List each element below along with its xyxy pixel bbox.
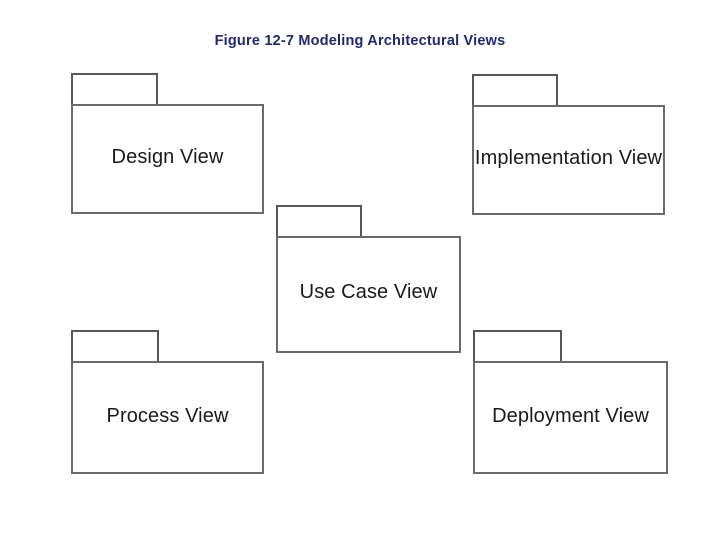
package-body: Design View [71,104,264,214]
package-label: Process View [106,404,229,427]
package-label: Implementation View [474,147,663,169]
package-tab [71,73,158,106]
package-label: Use Case View [299,280,438,303]
package-tab [276,205,362,238]
package-body: Deployment View [473,361,668,474]
package-tab [71,330,159,363]
package-tab [472,74,558,107]
package-body: Use Case View [276,236,461,353]
package-body: Implementation View [472,105,665,215]
package-body: Process View [71,361,264,474]
package-tab [473,330,562,363]
package-label: Design View [111,146,224,168]
figure-title: Figure 12-7 Modeling Architectural Views [214,33,506,49]
package-label: Deployment View [492,404,649,427]
